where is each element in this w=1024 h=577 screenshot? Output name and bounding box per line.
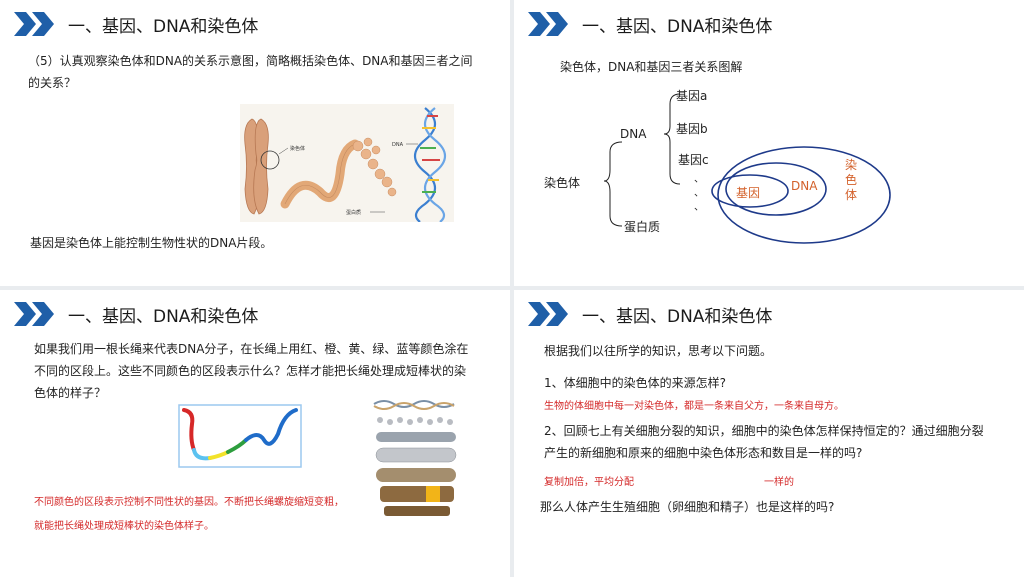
slide-header: 一、基因、DNA和染色体 — [528, 10, 772, 38]
double-chevron-icon — [14, 302, 54, 326]
double-chevron-icon — [528, 302, 568, 326]
slide-2: 一、基因、DNA和染色体 染色体，DNA和基因三者关系图解 染色体 DNA 蛋白… — [514, 0, 1024, 286]
slide-title: 一、基因、DNA和染色体 — [68, 16, 259, 37]
slide-header: 一、基因、DNA和染色体 — [14, 300, 258, 328]
question-text: 如果我们用一根长绳来代表DNA分子，在长绳上用红、橙、黄、绿、蓝等颜色涂在不同的… — [34, 342, 469, 400]
answer-line-1: 不同颜色的区段表示控制不同性状的基因。不断把长绳螺旋缩短变粗， — [34, 497, 344, 508]
tree-dna-label: DNA — [620, 127, 647, 141]
ellipsis-mark: 、 — [694, 174, 704, 185]
venn-gene-label: 基因 — [736, 186, 761, 200]
protein-label: 蛋白质 — [346, 209, 361, 216]
slide-3: 一、基因、DNA和染色体 如果我们用一根长绳来代表DNA分子，在长绳上用红、橙、… — [0, 290, 510, 577]
subtitle-text: 染色体，DNA和基因三者关系图解 — [560, 60, 743, 74]
question-2: 2、回顾七上有关细胞分裂的知识，细胞中的染色体怎样保持恒定的？通过细胞分裂产生的… — [544, 424, 984, 460]
intro-text: 根据我们以往所学的知识，思考以下问题。 — [544, 344, 773, 358]
slide-1: 一、基因、DNA和染色体 （5）认真观察染色体和DNA的关系示意图，简略概括染色… — [0, 0, 510, 286]
double-chevron-icon — [528, 12, 568, 36]
gene-c-label: 基因c — [678, 153, 709, 167]
venn-dna-label: DNA — [791, 179, 818, 193]
answer-2-right: 一样的 — [764, 477, 794, 488]
chromosome-dna-figure: 染色体 蛋白质 DNA — [240, 104, 454, 222]
slide-title: 一、基因、DNA和染色体 — [582, 306, 773, 327]
slide-title: 一、基因、DNA和染色体 — [68, 306, 259, 327]
tree-protein-label: 蛋白质 — [624, 220, 661, 234]
ellipsis-mark: 、 — [694, 188, 704, 199]
venn-chromosome-label: 染色体 — [845, 158, 858, 202]
colored-rope-figure — [178, 404, 302, 468]
gene-a-label: 基因a — [676, 89, 708, 103]
double-chevron-icon — [14, 12, 54, 36]
gene-b-label: 基因b — [676, 122, 708, 136]
answer-text: 基因是染色体上能控制生物性状的DNA片段。 — [30, 236, 273, 250]
question-text: （5）认真观察染色体和DNA的关系示意图，简略概括染色体、DNA和基因三者之间的… — [28, 54, 473, 90]
slide-header: 一、基因、DNA和染色体 — [528, 300, 772, 328]
slide-header: 一、基因、DNA和染色体 — [14, 10, 258, 38]
dna-coiling-figure — [373, 400, 457, 516]
dna-label: DNA — [392, 142, 404, 148]
slide-4: 一、基因、DNA和染色体 根据我们以往所学的知识，思考以下问题。 1、体细胞中的… — [514, 290, 1024, 577]
answer-2-left: 复制加倍，平均分配 — [544, 477, 634, 488]
question-3: 那么人体产生生殖细胞（卵细胞和精子）也是这样的吗? — [540, 500, 835, 514]
ellipsis-mark: 、 — [694, 202, 704, 213]
answer-1: 生物的体细胞中每一对染色体，都是一条来自父方，一条来自母方。 — [544, 401, 844, 412]
answer-line-2: 就能把长绳处理成短棒状的染色体样子。 — [34, 521, 214, 532]
question-1: 1、体细胞中的染色体的来源怎样? — [544, 376, 727, 390]
tree-root-label: 染色体 — [544, 176, 581, 190]
chromosome-label: 染色体 — [290, 145, 305, 152]
slide-title: 一、基因、DNA和染色体 — [582, 16, 773, 37]
tree-braces — [603, 93, 891, 244]
